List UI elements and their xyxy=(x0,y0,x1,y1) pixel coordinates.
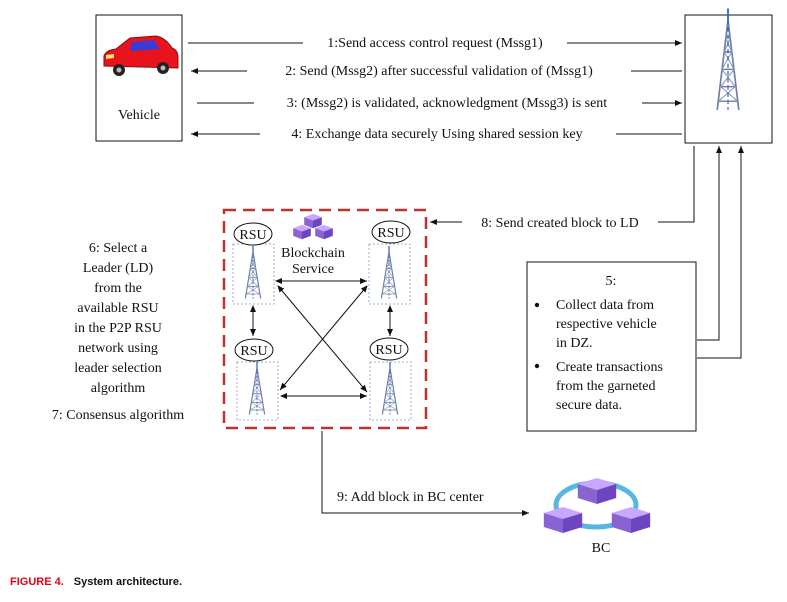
rsu-network-box xyxy=(222,208,428,430)
step-5-bullet-2: Create transactions xyxy=(556,360,663,375)
message-2-label: 2: Send (Mssg2) after successful validat… xyxy=(285,64,593,79)
step-6-label: leader selection xyxy=(74,361,161,376)
step-6-label: Leader (LD) xyxy=(83,261,154,276)
rsu-label: RSU xyxy=(377,226,404,241)
blockchain-service-label: Blockchain xyxy=(281,246,345,261)
step-5-bullet-1: respective vehicle xyxy=(556,317,657,332)
step-6-label: network using xyxy=(78,341,158,356)
step-6-label: 6: Select a xyxy=(89,241,148,256)
message-4-label: 4: Exchange data securely Using shared s… xyxy=(291,127,582,142)
rsu-label: RSU xyxy=(240,344,267,359)
step-5-bullet-1: Collect data from xyxy=(556,298,654,313)
rsu-bottom-left: RSU xyxy=(234,338,279,421)
step-6-label: available RSU xyxy=(77,301,158,316)
step-7-label: 7: Consensus algorithm xyxy=(52,408,184,423)
step-8-connector xyxy=(430,146,695,225)
car-icon xyxy=(103,35,179,76)
figure-caption-text: System architecture. xyxy=(74,576,182,588)
step-6-label: in the P2P RSU xyxy=(74,321,162,336)
step-6-label: algorithm xyxy=(91,381,146,396)
vehicle-label: Vehicle xyxy=(118,108,160,123)
blockchain-service-label: Service xyxy=(292,262,334,277)
message-3-label: 3: (Mssg2) is validated, acknowledgment … xyxy=(287,96,608,111)
bc-label: BC xyxy=(592,541,611,556)
step-8-label: 8: Send created block to LD xyxy=(481,216,638,231)
figure-caption: FIGURE 4. System architecture. xyxy=(10,572,182,589)
vehicle-box xyxy=(95,14,183,142)
blockchain-service-icon xyxy=(293,213,333,240)
step-9-connector xyxy=(321,431,529,516)
rsu-link xyxy=(279,285,368,391)
rsu-label: RSU xyxy=(239,228,266,243)
rsu-top-right: RSU xyxy=(368,220,411,305)
rsu-top-left: RSU xyxy=(232,222,275,305)
step-5-box xyxy=(526,261,697,432)
message-1-label: 1:Send access control request (Mssg1) xyxy=(327,36,543,51)
blockchain-center-icon xyxy=(543,478,651,533)
rsu-label: RSU xyxy=(375,343,402,358)
rsu-bottom-right: RSU xyxy=(369,337,412,421)
step-5-connector xyxy=(697,146,744,359)
step-6-label: from the xyxy=(94,281,142,296)
step-9-label: 9: Add block in BC center xyxy=(337,490,484,505)
step-5-connector xyxy=(697,146,722,341)
step-5-bullet-1: in DZ. xyxy=(556,336,593,351)
step-5-title: 5: xyxy=(606,274,617,289)
step-5-bullet-2: secure data. xyxy=(556,398,622,413)
step-5-bullet-2: from the garneted xyxy=(556,379,656,394)
figure-number: FIGURE 4. xyxy=(10,576,64,588)
